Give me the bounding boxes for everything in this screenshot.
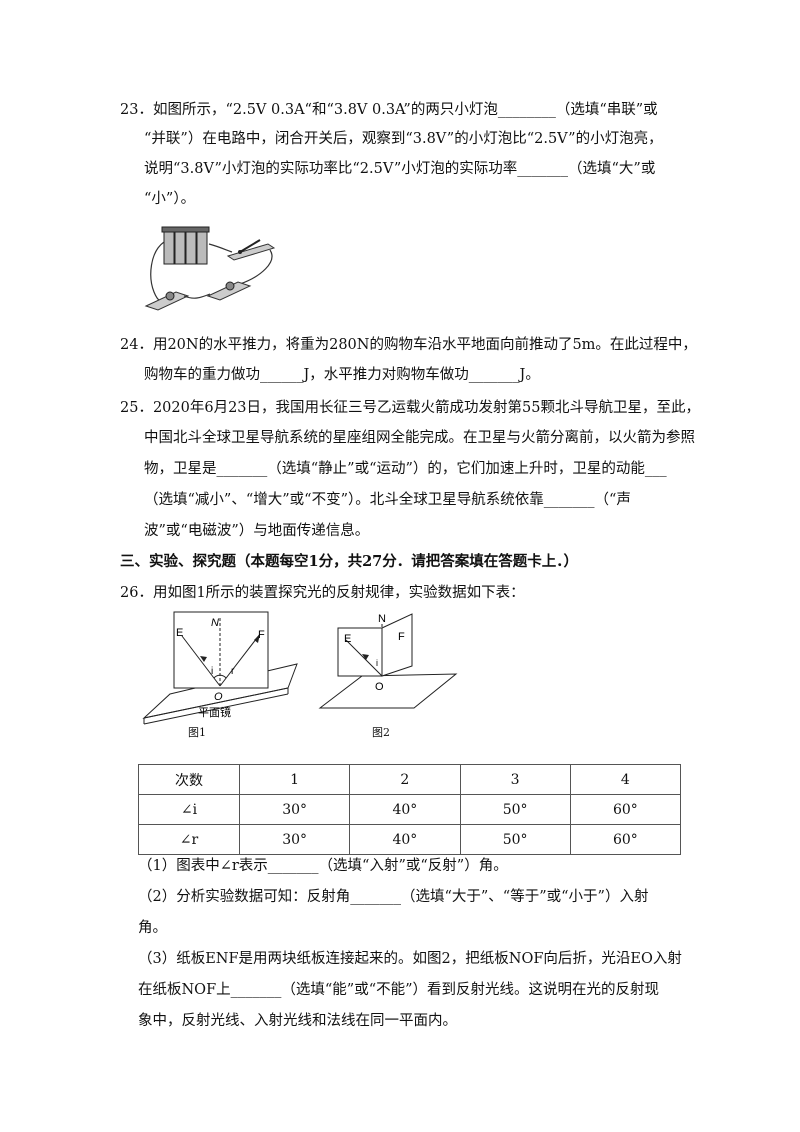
q25-line-2: 中国北斗全球卫星导航系统的星座组网全能完成。在卫星与火箭分离前，以火箭为参照 [144,430,695,446]
table-row: ∠i 30° 40° 50° 60° [138,794,682,825]
figure-1-caption: 图1 [188,726,206,739]
label-r: r [231,666,235,677]
label-N-2: N [378,613,386,625]
table-header-cell: 3 [459,764,571,795]
q26-intro: 26．用如图1所示的装置探究光的反射规律，实验数据如下表： [120,585,525,601]
table-cell: 50° [459,794,571,825]
table-cell: ∠i [138,794,240,825]
q26-part-3b: 在纸板NOF上_______（选填“能”或“不能”）看到反射光线。这说明在光的反… [138,982,660,998]
table-header-cell: 1 [238,764,351,795]
table-cell: 30° [238,824,351,855]
paper-board [173,611,269,689]
table-cell: 50° [459,824,571,855]
table-header-cell: 2 [349,764,461,795]
bulb-holder-right [206,281,252,301]
plane-mirror-2 [318,673,458,709]
table-row: ∠r 30° 40° 50° 60° [138,824,682,855]
circuit-figure [144,226,276,311]
q24-line-2: 购物车的重力做功______J，水平推力对购物车做功_______J。 [144,367,540,383]
q26-part-2b: 角。 [138,920,167,936]
q25-line-4: （选填“减小”、“增大”或“不变”）。北斗全球卫星导航系统依靠_______（“… [144,492,631,508]
bulb-holder-left [144,291,190,311]
q25-line-5: 波”或“电磁波”）与地面传递信息。 [144,523,370,539]
switch [226,239,276,261]
q23-line-1: 23．如图所示，“2.5V 0.3A“和“3.8V 0.3A”的两只小灯泡___… [120,102,658,118]
table-header-cell: 4 [569,764,682,795]
figure-2-caption: 图2 [372,726,390,739]
board-NOF-folded [381,613,413,677]
q26-part-2a: （2）分析实验数据可知：反射角_______（选填“大于”、“等于”或“小于”）… [138,889,649,905]
battery-pack [161,226,210,265]
q23-line-3: 说明“3.8V”小灯泡的实际功率比“2.5V”小灯泡的实际功率_______（选… [144,161,656,177]
table-cell: 40° [349,824,461,855]
mirror-label: 平面镜 [198,705,231,719]
table-header-cell: 次数 [138,764,240,795]
q26-part-3a: （3）纸板ENF是用两块纸板连接起来的。如图2，把纸板NOF向后折，光沿EO入射 [138,951,682,967]
q25-line-1: 25．2020年6月23日，我国用长征三号乙运载火箭成功发射第55颗北斗导航卫星… [120,400,700,416]
q26-part-1: （1）图表中∠r表示_______（选填“入射”或“反射”）角。 [138,858,508,874]
label-O-2: O [375,681,384,693]
label-N: N [211,617,219,629]
label-E-2: E [344,633,351,645]
q23-line-2: “并联”）在电路中，闭合开关后，观察到“3.8V”的小灯泡比“2.5V”的小灯泡… [144,131,663,147]
q26-part-3c: 象中，反射光线、入射光线和法线在同一平面内。 [138,1013,457,1029]
table-cell: ∠r [138,824,240,855]
table-header-row: 次数 1 2 3 4 [138,764,682,795]
label-i-2: i [376,658,378,668]
table-cell: 60° [569,824,682,855]
table-cell: 60° [569,794,682,825]
section-heading: 三、实验、探究题（本题每空1分，共27分．请把答案填在答题卡上．） [120,553,579,570]
figure-2: E F N i O [318,613,458,709]
q24-line-1: 24．用20N的水平推力，将重为280N的购物车沿水平地面向前推动了5m。在此过… [120,337,697,353]
label-F: F [258,629,265,641]
table-cell: 40° [349,794,461,825]
label-i: i [211,666,213,677]
label-F-2: F [398,631,405,643]
q23-line-4: “小”）。 [144,191,196,207]
figure-1: E F N i r O 平面镜 [142,611,298,725]
table-cell: 30° [238,794,351,825]
label-E: E [176,627,183,639]
q25-line-3: 物，卫星是_______（选填“静止”或“运动”）的，它们加速上升时，卫星的动能… [144,461,667,477]
data-table: 次数 1 2 3 4 ∠i 30° 40° 50° 60° ∠r 30° 40°… [138,764,682,855]
label-O: O [214,691,223,703]
